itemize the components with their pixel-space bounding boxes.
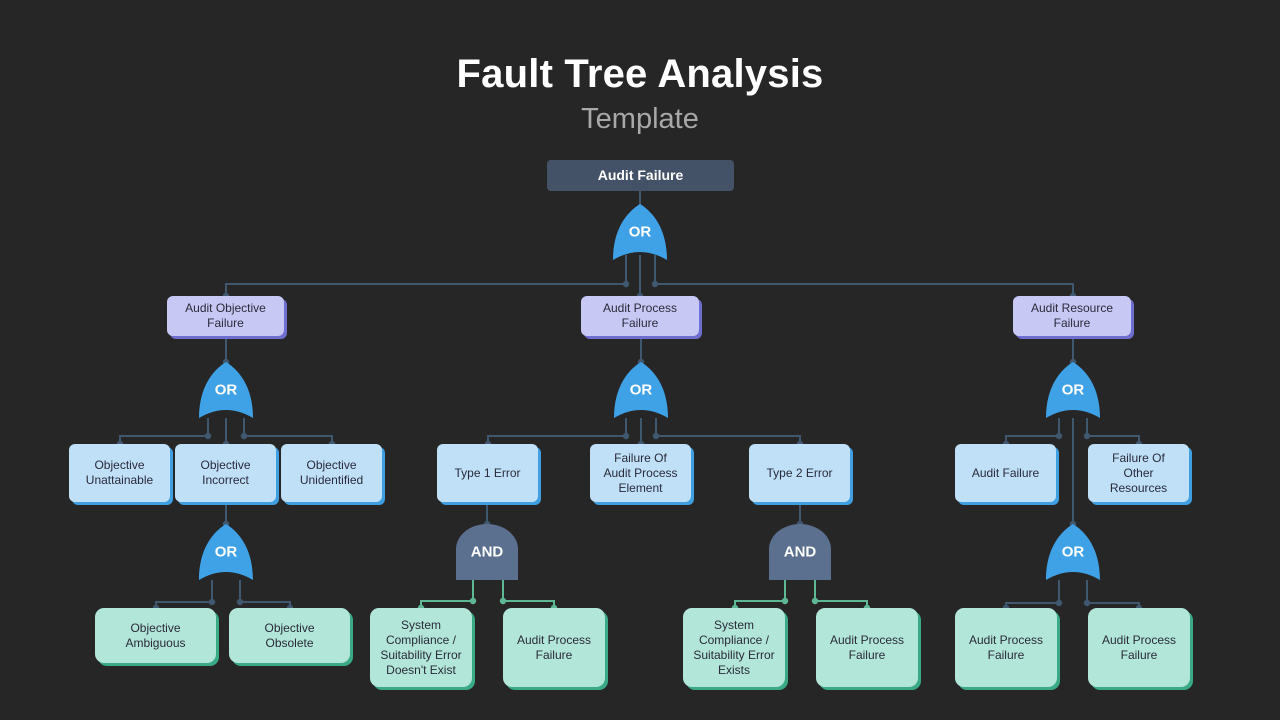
gate-shape [614,362,668,418]
or-gate-icon: OR [1046,524,1100,580]
node-label: Objective Ambiguous [125,620,186,650]
gate-shape [456,524,518,580]
or-gate-icon: OR [613,204,667,260]
node-audit-process-failure-a[interactable]: Audit Process Failure [503,608,605,687]
node-label: Failure Of Other Resources [1109,450,1168,495]
node-objective-unattainable[interactable]: Objective Unattainable [69,444,170,502]
node-label: System Compliance / Suitability Error Ex… [693,617,775,677]
node-label: Objective Incorrect [200,458,251,487]
or-gate-icon: OR [614,362,668,418]
node-type-2-error[interactable]: Type 2 Error [749,444,850,502]
node-objective-unidentified[interactable]: Objective Unidentified [281,444,382,502]
gate-label: OR [1062,381,1085,398]
node-objective-ambiguous[interactable]: Objective Ambiguous [95,608,216,663]
node-system-compliance-exists[interactable]: System Compliance / Suitability Error Ex… [683,608,785,687]
gate-label: AND [784,543,817,560]
gate-shape [769,524,831,580]
gate-shape [613,204,667,260]
gate-shape [1046,362,1100,418]
node-label: Audit Failure [597,167,684,183]
gate-label: OR [215,543,238,560]
node-audit-process-failure[interactable]: Audit Process Failure [581,296,699,336]
node-label: Audit Resource Failure [1030,301,1114,330]
gate-label: OR [630,381,653,398]
node-objective-obsolete[interactable]: Objective Obsolete [229,608,350,663]
and-gate-icon: AND [769,524,831,580]
node-failure-of-audit-process-element[interactable]: Failure Of Audit Process Element [590,444,691,502]
node-label: Audit Process Failure [1101,632,1177,662]
node-root-audit-failure[interactable]: Audit Failure [547,160,734,191]
node-label: Audit Process Failure [516,632,592,662]
gate-label: OR [1062,543,1085,560]
node-label: Objective Obsolete [264,620,315,650]
node-label: Type 2 Error [766,465,833,480]
gate-label: OR [215,381,238,398]
node-objective-incorrect[interactable]: Objective Incorrect [175,444,276,502]
or-gate-icon: OR [1046,362,1100,418]
node-type-1-error[interactable]: Type 1 Error [437,444,538,502]
gate-shape [199,524,253,580]
or-gate-icon: OR [199,524,253,580]
and-gate-icon: AND [456,524,518,580]
gate-shape [1046,524,1100,580]
node-audit-objective-failure[interactable]: Audit Objective Failure [167,296,284,336]
node-label: Audit Process Failure [968,632,1044,662]
or-gate-icon: OR [199,362,253,418]
node-label: Audit Process Failure [829,632,905,662]
node-label: System Compliance / Suitability Error Do… [380,617,462,677]
connector-line [655,283,1074,296]
node-audit-process-failure-b[interactable]: Audit Process Failure [816,608,918,687]
node-audit-process-failure-c[interactable]: Audit Process Failure [955,608,1057,687]
node-audit-process-failure-d[interactable]: Audit Process Failure [1088,608,1190,687]
node-label: Objective Unattainable [85,458,154,487]
node-label: Audit Failure [971,465,1040,480]
gate-label: AND [471,543,504,560]
node-label: Objective Unidentified [299,458,364,487]
connector-line [225,283,626,296]
node-audit-failure-sub[interactable]: Audit Failure [955,444,1056,502]
page-subtitle: Template [581,103,699,135]
gate-label: OR [629,223,652,240]
node-audit-resource-failure[interactable]: Audit Resource Failure [1013,296,1131,336]
node-label: Type 1 Error [454,465,521,480]
node-label: Audit Process Failure [602,301,678,330]
node-label: Audit Objective Failure [185,301,266,330]
gate-shape [199,362,253,418]
node-label: Failure Of Audit Process Element [603,450,678,495]
node-failure-of-other-resources[interactable]: Failure Of Other Resources [1088,444,1189,502]
page-title: Fault Tree Analysis [456,52,824,96]
node-system-compliance-doesnt-exist[interactable]: System Compliance / Suitability Error Do… [370,608,472,687]
